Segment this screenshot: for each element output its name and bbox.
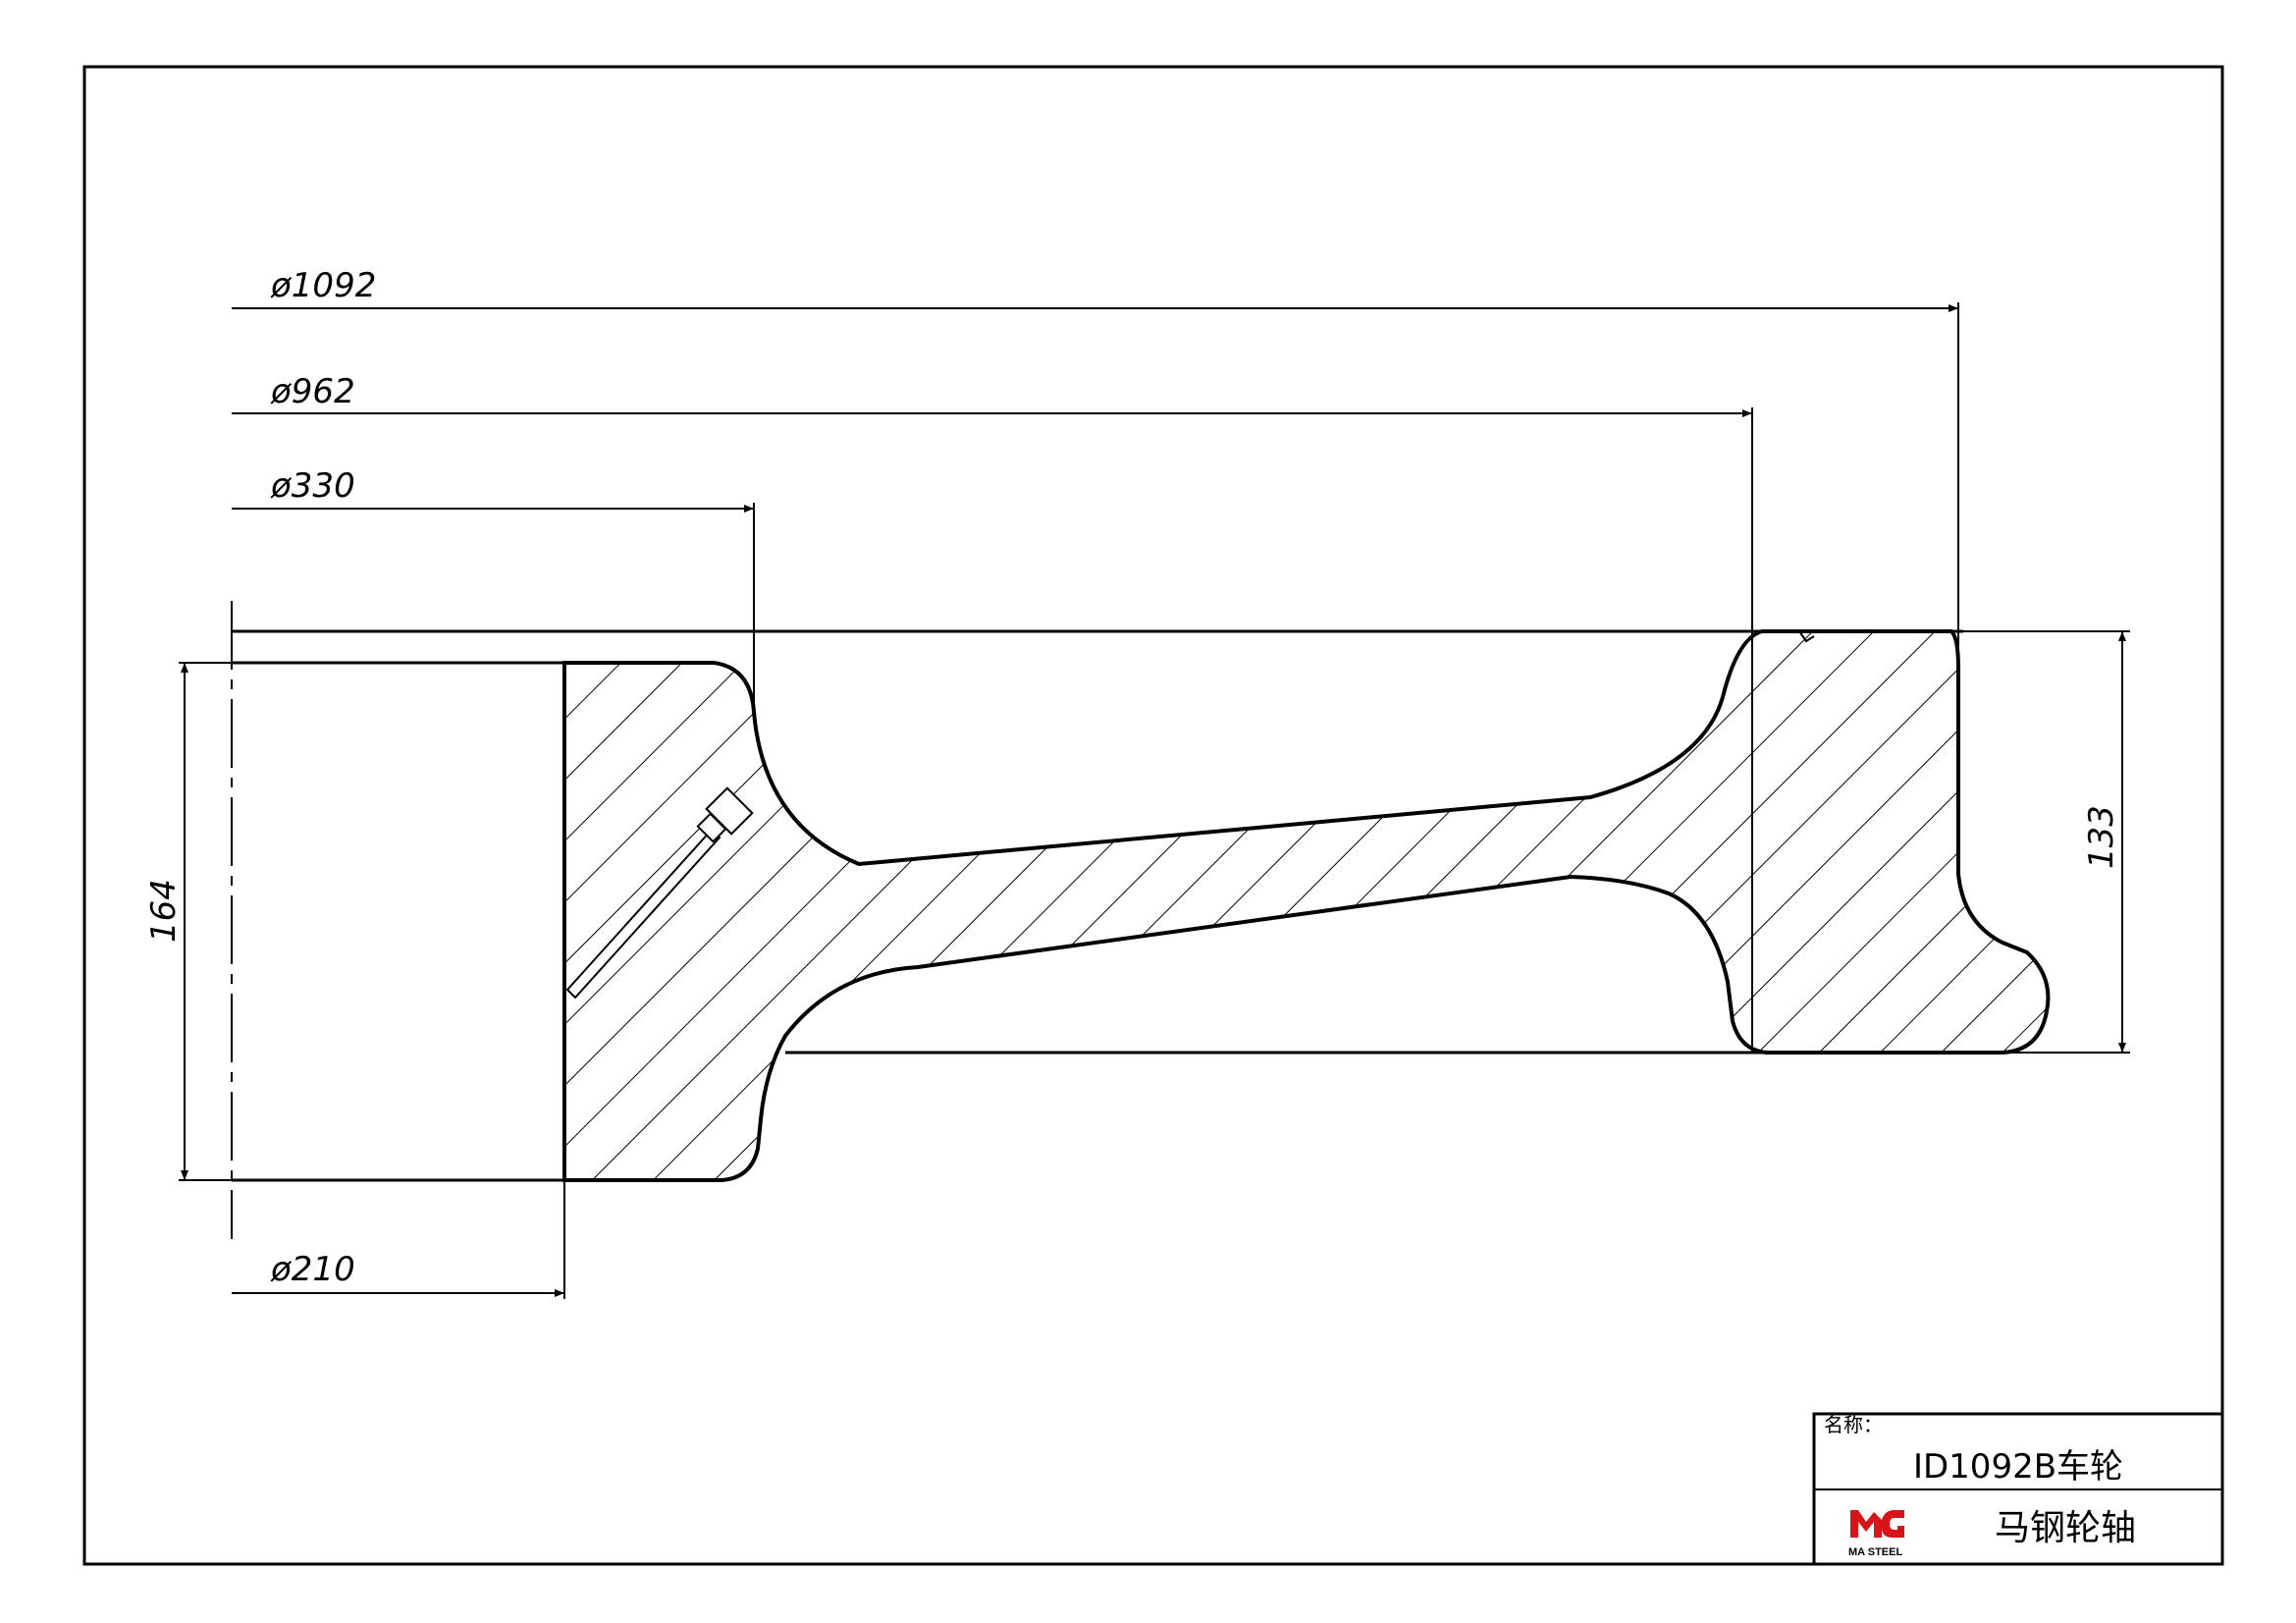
dim-hub-length-label: 164 [144, 879, 184, 943]
dim-rim-width-label: 133 [2082, 805, 2121, 869]
wheel-section [231, 601, 2051, 1239]
dim-hub-diameter: ø330 [232, 466, 755, 712]
drawing-frame [82, 65, 2224, 1566]
flange-mark [1798, 630, 1815, 643]
title-block: 名称： ID1092B车轮 MA STEEL 马钢轮轴 [1812, 1412, 2224, 1566]
dim-outer-diameter: ø1092 [232, 266, 1959, 648]
dim-tread-diameter: ø962 [232, 372, 1753, 1053]
dim-bore-diameter: ø210 [232, 1180, 565, 1299]
dim-rim-width: 133 [1963, 630, 2130, 1054]
dim-tread-diameter-label: ø962 [270, 372, 355, 411]
dim-outer-diameter-label: ø1092 [270, 266, 376, 305]
company-name: 马钢轮轴 [1995, 1508, 2136, 1548]
name-label: 名称： [1824, 1413, 1883, 1436]
part-name: ID1092B车轮 [1913, 1447, 2123, 1487]
dim-hub-length: 164 [144, 662, 232, 1181]
masteel-logo: MA STEEL [1848, 1510, 1904, 1558]
wheel-profile [562, 629, 2051, 1182]
logo-text: MA STEEL [1848, 1546, 1902, 1558]
dim-bore-diameter-label: ø210 [270, 1250, 355, 1289]
dim-hub-diameter-label: ø330 [270, 466, 355, 506]
oil-hole [565, 786, 754, 1000]
